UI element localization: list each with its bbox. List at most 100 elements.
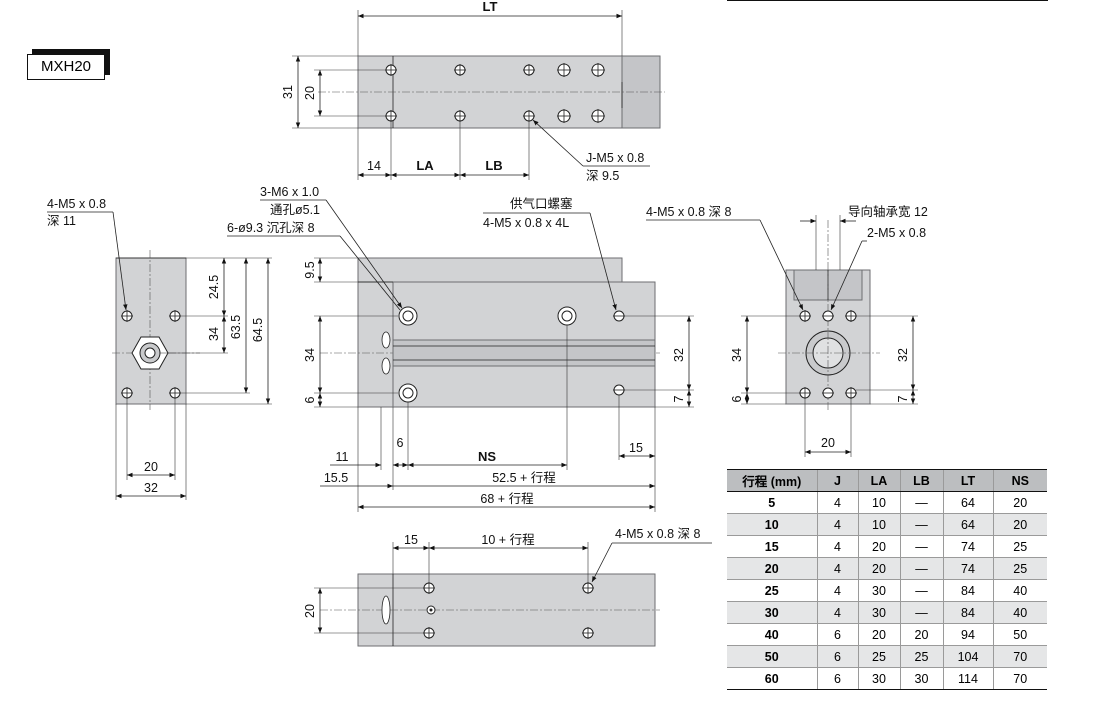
- end-view-right-hole: [822, 310, 834, 322]
- dim-6b: 6: [397, 436, 404, 450]
- side-view-table: [357, 257, 623, 283]
- table-row: 20 4 20 — 74 25: [727, 557, 1047, 580]
- side-view: 3-M6 x 1.0 通孔ø5.1 6-ø9.3 沉孔深 8 供气口螺塞 4-M…: [227, 185, 694, 512]
- cell-lb: 20: [899, 623, 943, 646]
- cell-lt: 114: [942, 667, 993, 690]
- cell-lt: 74: [942, 557, 993, 580]
- cell-la: 10: [857, 491, 900, 514]
- bottom-callout: 4-M5 x 0.8 深 8: [615, 527, 700, 541]
- bottom-view-hole: [423, 627, 435, 639]
- cell-lt: 74: [942, 535, 993, 558]
- cell-stroke: 40: [727, 623, 817, 646]
- dim-31: 31: [281, 85, 295, 99]
- end-view-right-hole: [799, 387, 811, 399]
- cell-ns: 25: [992, 535, 1047, 558]
- cell-stroke: 20: [727, 557, 817, 580]
- cell-stroke: 10: [727, 513, 817, 536]
- col-header-la: LA: [857, 469, 900, 492]
- top-view-hole: [591, 109, 605, 123]
- table-row: 30 4 30 — 84 40: [727, 601, 1047, 624]
- table-row: 50 6 25 25 104 70: [727, 645, 1047, 668]
- cell-j: 4: [816, 513, 858, 536]
- cell-j: 4: [816, 579, 858, 602]
- dim-11: 11: [336, 450, 349, 464]
- table-row: 60 6 30 30 114 70: [727, 667, 1047, 690]
- end-view-right-hole: [822, 387, 834, 399]
- bottom-view-hole: [582, 627, 594, 639]
- dim-ns: NS: [478, 449, 496, 464]
- table-row: 5 4 10 — 64 20: [727, 491, 1047, 514]
- cell-j: 4: [816, 491, 858, 514]
- end-left-callout-2: 深 11: [47, 214, 76, 228]
- dim-34: 34: [207, 327, 221, 341]
- cell-ns: 25: [992, 557, 1047, 580]
- cell-la: 10: [857, 513, 900, 536]
- col-header-lt: LT: [942, 469, 993, 492]
- side-view-port: [613, 384, 625, 396]
- dim-15-5: 15.5: [324, 471, 348, 485]
- cell-lt: 64: [942, 491, 993, 514]
- top-view-hole: [454, 64, 466, 76]
- dim-6: 6: [303, 396, 317, 403]
- cell-la: 20: [857, 557, 900, 580]
- cell-stroke: 30: [727, 601, 817, 624]
- end-view-left: 4-M5 x 0.8 深 11 24.5 34 63.5 64.5 20 32: [47, 197, 272, 500]
- cell-stroke: 60: [727, 667, 817, 690]
- cell-lt: 104: [942, 645, 993, 668]
- cell-lb: —: [899, 513, 943, 536]
- dim-14: 14: [367, 159, 381, 173]
- cell-ns: 50: [992, 623, 1047, 646]
- table-row: 40 6 20 20 94 50: [727, 623, 1047, 646]
- col-header-ns: NS: [992, 469, 1047, 492]
- cell-stroke: 5: [727, 491, 817, 514]
- top-view-hole: [523, 110, 535, 122]
- dim-52-5-stroke: 52.5 + 行程: [492, 470, 556, 485]
- dim-lb: LB: [485, 158, 502, 173]
- side-callout-a2: 通孔ø5.1: [270, 203, 320, 217]
- bottom-view-hole: [423, 582, 435, 594]
- side-view-counterbore: [398, 306, 418, 326]
- cell-stroke: 50: [727, 645, 817, 668]
- cell-ns: 20: [992, 491, 1047, 514]
- table-row: 10 4 10 — 64 20: [727, 513, 1047, 536]
- side-view-counterbore: [398, 383, 418, 403]
- bottom-view: 15 10 + 行程 4-M5 x 0.8 深 8 20: [303, 527, 712, 647]
- dim-15: 15: [629, 441, 643, 455]
- dim-lt: LT: [483, 0, 498, 14]
- model-badge: MXH20: [27, 49, 110, 80]
- cell-la: 30: [857, 667, 900, 690]
- cell-lb: —: [899, 557, 943, 580]
- thread-depth: 深 9.5: [586, 169, 619, 183]
- cell-lt: 64: [942, 513, 993, 536]
- cell-j: 6: [816, 667, 858, 690]
- dim-32: 32: [672, 348, 686, 362]
- top-view-hole: [523, 64, 535, 76]
- cell-lb: —: [899, 601, 943, 624]
- dim-9-5: 9.5: [303, 261, 317, 278]
- dim-20: 20: [303, 86, 317, 100]
- cell-la: 30: [857, 579, 900, 602]
- table-row: 25 4 30 — 84 40: [727, 579, 1047, 602]
- dim-la: LA: [416, 158, 434, 173]
- end-right-callout-a: 4-M5 x 0.8 深 8: [646, 205, 731, 219]
- cell-lb: —: [899, 535, 943, 558]
- cell-j: 4: [816, 557, 858, 580]
- cell-lb: 25: [899, 645, 943, 668]
- bottom-view-hole: [582, 582, 594, 594]
- side-callout-b2: 4-M5 x 0.8 x 4L: [483, 216, 569, 230]
- cell-lb: —: [899, 579, 943, 602]
- dim-7: 7: [896, 395, 910, 402]
- side-view-rod: [392, 339, 656, 367]
- col-header-stroke: 行程 (mm): [727, 469, 817, 492]
- cell-j: 6: [816, 645, 858, 668]
- dim-7: 7: [672, 395, 686, 402]
- dim-15: 15: [404, 533, 418, 547]
- top-view-hole: [591, 63, 605, 77]
- end-view-right-hole: [845, 387, 857, 399]
- end-view-left-hole: [121, 310, 133, 322]
- side-callout-b1: 供气口螺塞: [510, 196, 573, 211]
- dim-63-5: 63.5: [229, 315, 243, 339]
- spec-table: 行程 (mm) J LA LB LT NS 5 4 10 — 64 20 10 …: [727, 469, 1047, 690]
- cell-j: 6: [816, 623, 858, 646]
- top-view-hole: [454, 110, 466, 122]
